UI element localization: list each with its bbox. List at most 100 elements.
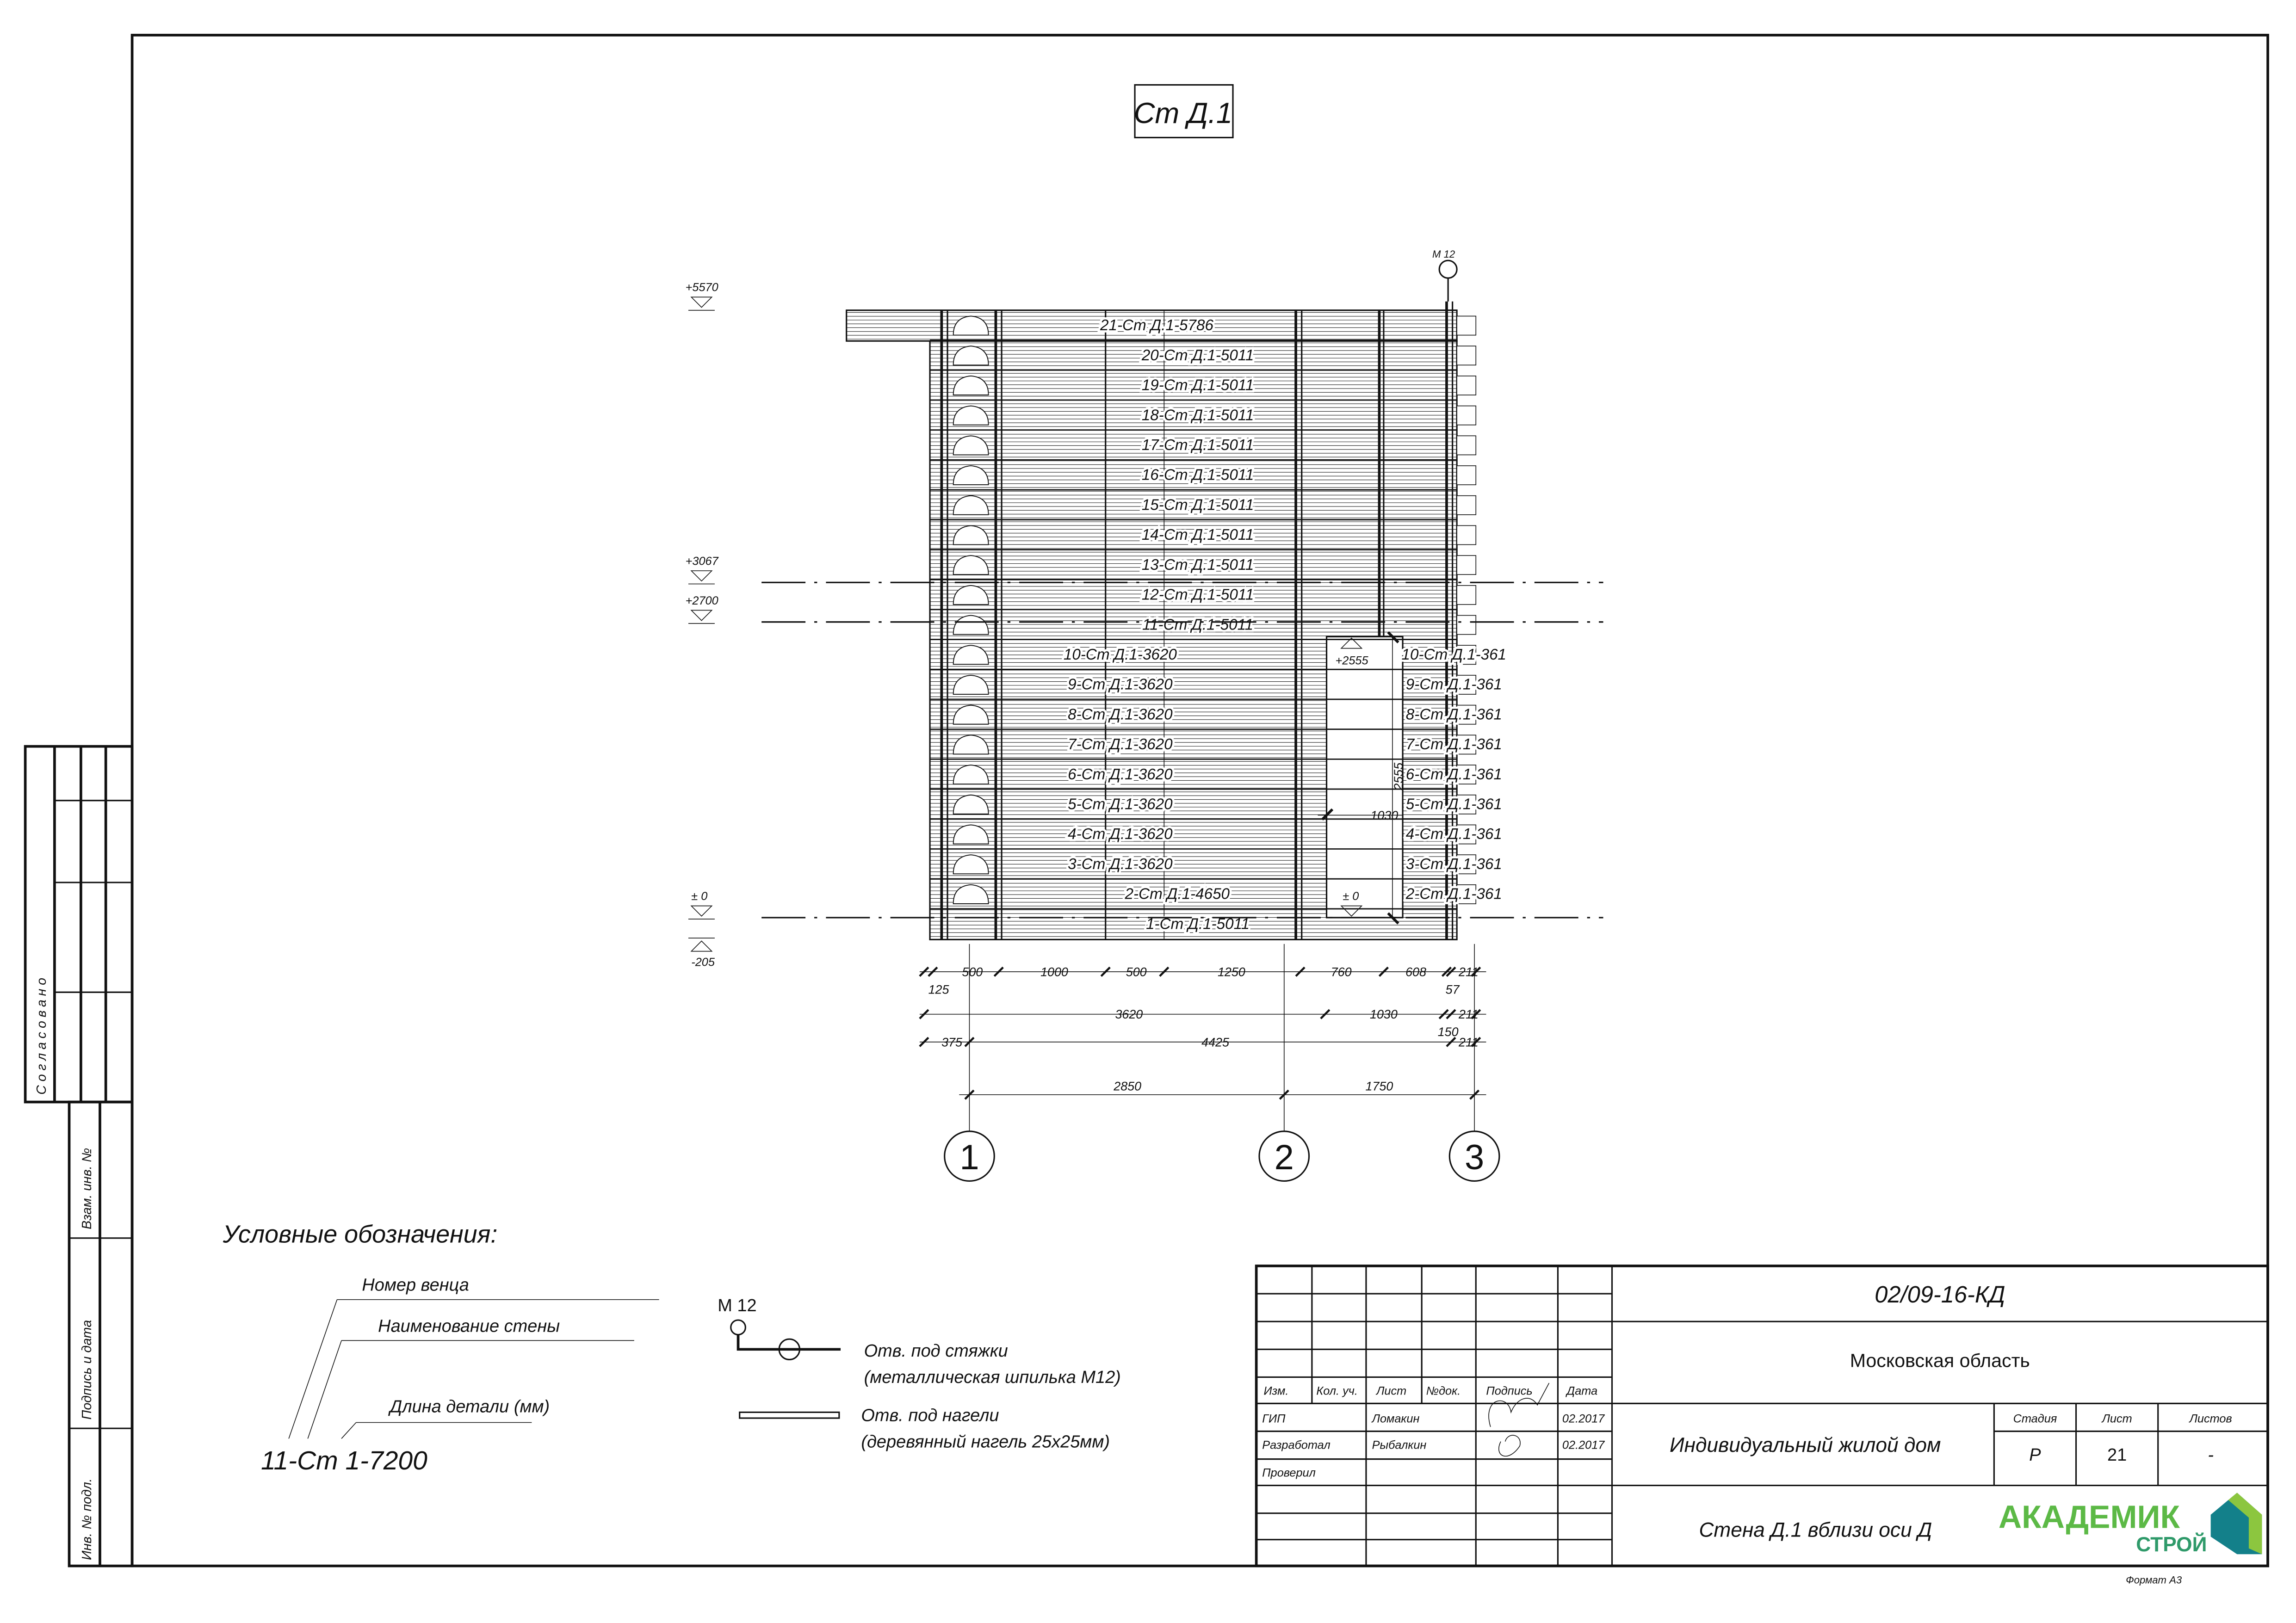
svg-text:ГИП: ГИП: [1262, 1413, 1286, 1426]
dim-tick: [1471, 966, 1481, 977]
opening-level-top: +2555: [1336, 637, 1369, 667]
svg-text:Дата: Дата: [1565, 1384, 1597, 1397]
tie-hole-arch: [953, 794, 989, 815]
main-row-label: 21-Ст Д.1-5786: [1100, 317, 1213, 334]
svg-text:4425: 4425: [1201, 1035, 1230, 1049]
tie-hole-arch: [953, 346, 989, 366]
dim-tick: [919, 966, 929, 977]
main-row-label: 14-Ст Д.1-5011: [1142, 526, 1254, 543]
svg-text:211: 211: [1458, 1007, 1479, 1021]
side-row-label: 2-Ст Д.1-361: [1405, 886, 1502, 903]
tie-hole-arch: [953, 645, 989, 665]
opening-level-bottom: ± 0: [1340, 890, 1363, 917]
dim-tick: [964, 1037, 975, 1047]
svg-text:-: -: [2208, 1445, 2214, 1465]
level-3067: +3067: [686, 555, 719, 585]
svg-text:02.2017: 02.2017: [1562, 1438, 1605, 1451]
tie-hole-arch: [953, 435, 989, 456]
svg-text:Отв. под стяжки: Отв. под стяжки: [864, 1341, 1008, 1361]
side-row-label: 4-Ст Д.1-361: [1406, 826, 1502, 843]
row-end-box: [1456, 435, 1477, 456]
sheet-title: Стена Д.1 вблизи оси Д: [1699, 1518, 1932, 1541]
svg-text:Лист: Лист: [2101, 1413, 2132, 1426]
main-row-label: 18-Ст Д.1-5011: [1142, 407, 1254, 424]
svg-text:(металлическая шпилька М12): (металлическая шпилька М12): [864, 1368, 1121, 1387]
svg-text:№док.: №док.: [1426, 1384, 1461, 1397]
m12-label: M 12: [1432, 248, 1455, 260]
svg-text:(деревянный нагель 25х25мм): (деревянный нагель 25х25мм): [861, 1432, 1110, 1451]
row-end-box: [1456, 704, 1477, 725]
svg-text:АКАДЕМИК: АКАДЕМИК: [1999, 1499, 2180, 1535]
row-end-box: [1456, 346, 1477, 366]
object-name: Индивидуальный жилой дом: [1670, 1434, 1941, 1456]
svg-text:Кол. уч.: Кол. уч.: [1316, 1384, 1358, 1397]
svg-text:21: 21: [2107, 1445, 2127, 1465]
legend-wall-name: Наименование стены: [378, 1316, 560, 1336]
svg-text:+3067: +3067: [686, 555, 719, 568]
svg-text:1750: 1750: [1366, 1079, 1393, 1093]
svg-text:Разработал: Разработал: [1262, 1438, 1330, 1451]
title-block: 02/09-16-КД Московская область Изм. Кол.…: [1255, 1265, 2269, 1586]
dim-tick: [1471, 1009, 1481, 1019]
svg-text:500: 500: [962, 965, 983, 979]
dim-tick: [1100, 966, 1111, 977]
tie-hole-arch: [953, 854, 989, 875]
svg-text:2: 2: [1275, 1138, 1294, 1177]
level-markers: +5570 +3067 +2700 ± 0 -205 +2555 ± 0: [686, 281, 1369, 969]
svg-text:+2555: +2555: [1336, 654, 1369, 667]
svg-text:Ломакин: Ломакин: [1371, 1413, 1420, 1426]
tie-hole-arch: [953, 375, 989, 395]
row-end-box: [1456, 495, 1477, 515]
row-end-box: [1456, 555, 1477, 575]
tie-hole-arch: [953, 704, 989, 725]
tie-hole-marks: [953, 315, 989, 904]
view-title: Ст Д.1: [1134, 97, 1232, 130]
svg-text:375: 375: [941, 1035, 963, 1049]
main-row-label: 5-Ст Д.1-3620: [1068, 796, 1173, 813]
side-row-label: 5-Ст Д.1-361: [1406, 796, 1502, 813]
svg-text:2850: 2850: [1113, 1079, 1141, 1093]
dim-tick: [964, 1089, 975, 1100]
svg-text:+5570: +5570: [686, 281, 718, 294]
opening-width: 1030: [1370, 808, 1398, 822]
svg-text:211: 211: [1458, 965, 1479, 979]
svg-text:Рыбалкин: Рыбалкин: [1372, 1438, 1427, 1451]
svg-text:3: 3: [1465, 1138, 1484, 1177]
dim-tick: [1159, 966, 1170, 977]
row-end-box: [1456, 854, 1477, 875]
side-row-label: 8-Ст Д.1-361: [1406, 706, 1502, 723]
tie-hole-arch: [953, 674, 989, 695]
row-end-box: [1456, 525, 1477, 545]
tie-hole-arch: [953, 465, 989, 486]
main-row-label: 10-Ст Д.1-3620: [1064, 646, 1177, 663]
svg-text:1000: 1000: [1040, 965, 1068, 979]
svg-text:± 0: ± 0: [1343, 890, 1359, 903]
main-row-label: 17-Ст Д.1-5011: [1142, 437, 1254, 454]
svg-text:150: 150: [1438, 1025, 1459, 1039]
legend-example: 11-Ст 1-7200: [261, 1446, 427, 1475]
main-row-label: 7-Ст Д.1-3620: [1068, 736, 1173, 753]
main-row-label: 3-Ст Д.1-3620: [1068, 856, 1173, 873]
side-row-label: 9-Ст Д.1-361: [1406, 676, 1502, 693]
main-row-label: 12-Ст Д.1-5011: [1142, 586, 1254, 604]
row-end-box: [1456, 884, 1477, 904]
dowel-symbol-icon: [739, 1411, 840, 1419]
main-row-label: 2-Ст Д.1-4650: [1125, 886, 1230, 903]
main-row-label: 15-Ст Д.1-5011: [1142, 496, 1254, 513]
row-end-box: [1456, 645, 1477, 665]
svg-text:3620: 3620: [1115, 1007, 1143, 1021]
tie-hole-arch: [953, 555, 989, 575]
tie-hole-arch: [953, 765, 989, 785]
dim-tick: [1469, 1089, 1480, 1100]
axis-bubble-2: 2: [1258, 1130, 1310, 1182]
row-end-box: [1456, 824, 1477, 845]
level-5570: +5570: [686, 281, 718, 311]
svg-text:125: 125: [928, 982, 950, 996]
row-end-box: [1456, 675, 1477, 695]
svg-text:Р: Р: [2029, 1445, 2041, 1465]
dim-tick: [1441, 966, 1452, 977]
row-end-box: [1456, 315, 1477, 336]
tie-hole-arch: [953, 495, 989, 515]
dim-tick: [928, 966, 938, 977]
svg-text:1030: 1030: [1370, 1007, 1398, 1021]
